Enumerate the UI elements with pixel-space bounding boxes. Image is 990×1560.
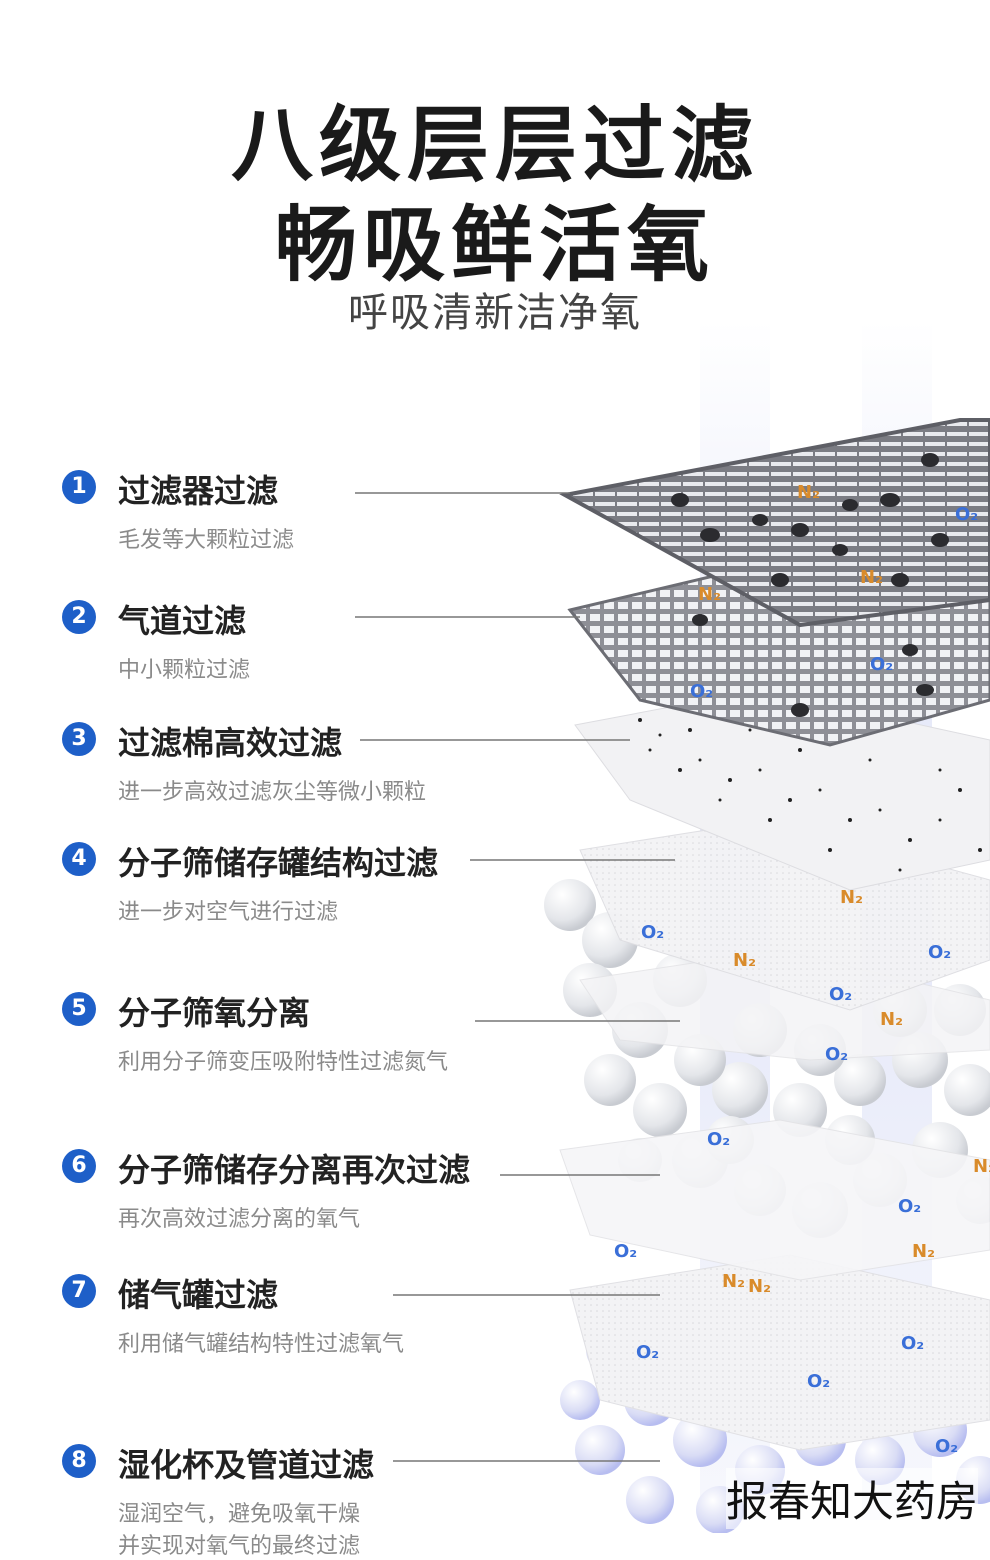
nitrogen-label: N₂ bbox=[973, 1156, 990, 1177]
nitrogen-label: N₂ bbox=[860, 567, 883, 588]
oxygen-label: O₂ bbox=[901, 1333, 924, 1354]
step-desc: 进一步高效过滤灰尘等微小颗粒 bbox=[118, 780, 427, 805]
step-title: 过滤棉高效过滤 bbox=[118, 724, 343, 762]
nitrogen-label: N₂ bbox=[880, 1009, 903, 1030]
oxygen-label: O₂ bbox=[870, 654, 893, 675]
step-desc: 湿润空气，避免吸氧干燥 bbox=[118, 1502, 361, 1527]
step-number-badge: 7 bbox=[62, 1274, 96, 1308]
step-number-badge: 8 bbox=[62, 1444, 96, 1478]
oxygen-label: O₂ bbox=[825, 1044, 848, 1065]
step-number-badge: 1 bbox=[62, 470, 96, 504]
oxygen-label: O₂ bbox=[898, 1196, 921, 1217]
step-desc: 再次高效过滤分离的氧气 bbox=[118, 1207, 361, 1232]
oxygen-label: O₂ bbox=[614, 1241, 637, 1262]
step-number-badge: 4 bbox=[62, 842, 96, 876]
nitrogen-label: N₂ bbox=[733, 950, 756, 971]
step-title: 分子筛储存罐结构过滤 bbox=[118, 844, 439, 882]
secondary-filter-sheet bbox=[559, 1119, 990, 1281]
oxygen-label: O₂ bbox=[829, 984, 852, 1005]
step-desc: 中小颗粒过滤 bbox=[118, 658, 251, 683]
nitrogen-label: N₂ bbox=[840, 887, 863, 908]
step-number-badge: 3 bbox=[62, 722, 96, 756]
debris-particles bbox=[671, 453, 949, 717]
step-title: 湿化杯及管道过滤 bbox=[118, 1446, 375, 1484]
step-desc: 毛发等大颗粒过滤 bbox=[118, 528, 295, 553]
oxygen-label: O₂ bbox=[707, 1129, 730, 1150]
primary-filter-grid bbox=[559, 418, 990, 628]
oxygen-label: O₂ bbox=[641, 922, 664, 943]
dust-speckles bbox=[638, 718, 982, 872]
step-title: 气道过滤 bbox=[118, 602, 247, 640]
oxygen-label: O₂ bbox=[807, 1371, 830, 1392]
nitrogen-label: N₂ bbox=[698, 584, 721, 605]
leader-lines bbox=[355, 492, 680, 1462]
subtitle: 呼吸清新洁净氧 bbox=[348, 290, 642, 336]
nitrogen-label: N₂ bbox=[912, 1241, 935, 1262]
nitrogen-label: N₂ bbox=[722, 1271, 745, 1292]
nitrogen-label: N₂ bbox=[748, 1276, 771, 1297]
step-title: 过滤器过滤 bbox=[118, 472, 279, 510]
oxygen-label: O₂ bbox=[690, 681, 713, 702]
nitrogen-label: N₂ bbox=[797, 482, 820, 503]
step-title: 储气罐过滤 bbox=[118, 1276, 279, 1314]
oxygen-label: O₂ bbox=[955, 504, 978, 525]
step-title: 分子筛储存分离再次过滤 bbox=[118, 1151, 471, 1189]
main-title-line1: 八级层层过滤 bbox=[230, 98, 759, 193]
watermark: 报春知大药房 bbox=[725, 1468, 978, 1529]
step-desc: 利用储气罐结构特性过滤氧气 bbox=[118, 1332, 405, 1357]
step-number-badge: 6 bbox=[62, 1149, 96, 1183]
oxygen-label: O₂ bbox=[636, 1342, 659, 1363]
molecule-labels: N₂ N₂ N₂ O₂ O₂ O₂ N₂ O₂ N₂ O₂ O₂ N₂ O₂ O… bbox=[614, 482, 990, 1457]
step-title: 分子筛氧分离 bbox=[118, 994, 311, 1032]
main-title-line2: 畅吸鲜活氧 bbox=[274, 198, 715, 293]
oxygen-label: O₂ bbox=[928, 942, 951, 963]
step-desc: 进一步对空气进行过滤 bbox=[118, 900, 339, 925]
oxygen-label: O₂ bbox=[935, 1436, 958, 1457]
step-desc: 利用分子筛变压吸附特性过滤氮气 bbox=[118, 1050, 449, 1075]
step-number-badge: 2 bbox=[62, 600, 96, 634]
step-number-badge: 5 bbox=[62, 992, 96, 1026]
